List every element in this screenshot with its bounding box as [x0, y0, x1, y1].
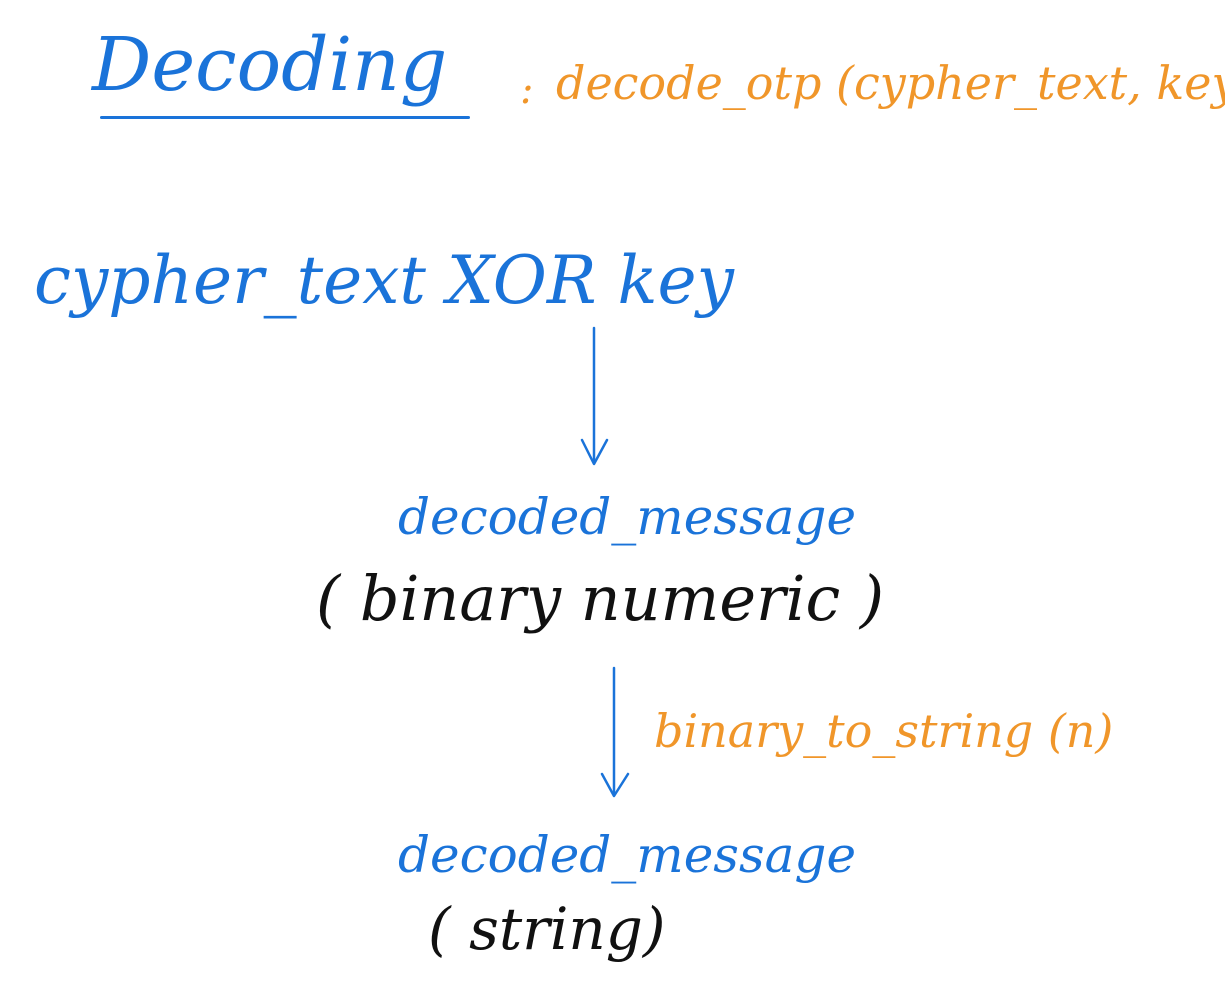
arrow-binary-to-string: [600, 666, 630, 798]
function-signature: decode_otp (cypher_text, key): [556, 56, 1225, 110]
binary-numeric-note: ( binary numeric ): [316, 562, 885, 635]
conversion-function: binary_to_string (n): [654, 704, 1114, 758]
string-note: ( string): [428, 895, 666, 963]
decoded-message-binary-label: decoded_message: [398, 488, 857, 546]
arrow-head: [580, 438, 609, 466]
decoded-message-string-label: decoded_message: [398, 826, 857, 884]
title-colon: :: [520, 67, 534, 113]
title-underline: [100, 116, 470, 119]
diagram-title: Decoding: [92, 22, 448, 108]
arrow-head: [600, 772, 630, 798]
arrow-xor-to-decoded: [580, 326, 609, 466]
xor-expression: cypher_text XOR key: [34, 242, 734, 319]
